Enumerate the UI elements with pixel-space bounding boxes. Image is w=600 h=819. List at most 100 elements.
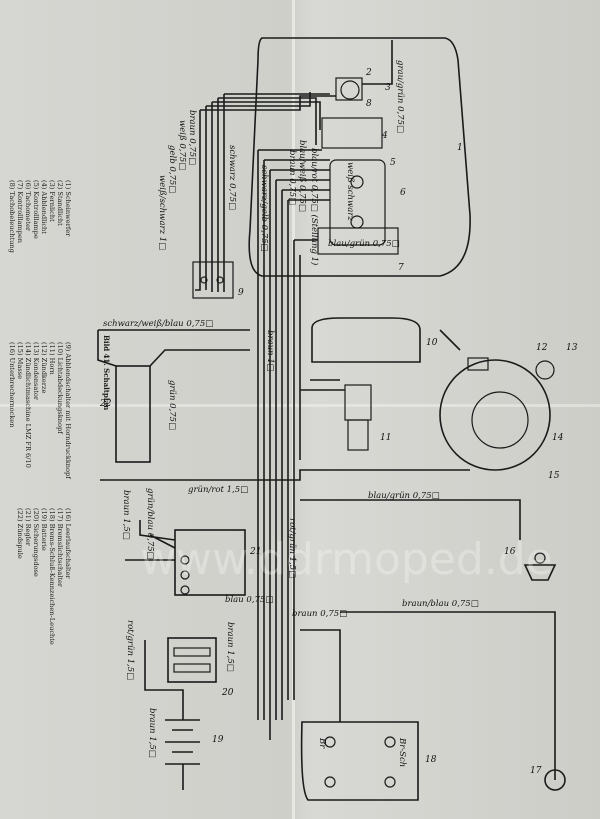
num-13: 13 (566, 343, 578, 353)
label-blau-gruen: blau/grün 0,75□ (328, 239, 400, 249)
label-schwarz: schwarz 0,75□ (227, 145, 237, 210)
coil-wire (97, 330, 250, 367)
fuse-box-20 (167, 637, 217, 683)
battery-leads (144, 640, 184, 790)
switch-block (321, 117, 383, 149)
legend-col3: (22) Zündspule (21) Regler (20) Sicherun… (16, 508, 72, 645)
legend-item: (3) Fernlicht (48, 180, 56, 222)
legend-title: Bild 41. Schaltplan (102, 335, 111, 410)
label-schwarz-weiss-blau: schwarz/weiß/blau 0,75□ (103, 319, 213, 329)
dimmer-pin-2 (216, 276, 224, 284)
legend: Bild 41. Schaltplan (8) Tachobeleuchtung… (8, 180, 111, 645)
num-9: 9 (238, 288, 244, 298)
label-blau-rot: blau/rot 0,75□ (Stellung 1) (309, 148, 320, 265)
reg-terminal-2 (180, 570, 190, 580)
legend-item: (5) Kontrolllampe (32, 180, 40, 239)
legend-item: (9) Abblendschalter mit Horndruckknopf (64, 342, 72, 479)
num-10: 10 (426, 338, 438, 348)
neutral-switch-16 (523, 564, 557, 581)
num-21: 21 (249, 547, 261, 557)
label-weiss-schwarz-2: weiß schwarz (345, 162, 355, 221)
harness-9 (218, 97, 317, 145)
brake-switch-17 (544, 769, 566, 791)
wire-braun-blau (340, 611, 556, 780)
legend-item: (11) Horn (48, 342, 56, 376)
label-gruen-blau: grün/blau 0,75□ (145, 488, 155, 560)
indicator-lamps (317, 227, 399, 255)
legend-item: (16) Leerlaufschalter (64, 508, 72, 580)
label-rot-gruen: rot/grün 1,5□ (287, 518, 297, 578)
label-schwarz-gelb: schwarz/gelb 0,75□ (259, 165, 269, 252)
num-19: 19 (212, 735, 224, 745)
rear-lamp-18 (300, 721, 419, 801)
plug-12 (467, 357, 489, 371)
harness-1 (195, 110, 201, 291)
condenser-13 (535, 360, 555, 380)
rear-bulb-4 (384, 776, 396, 788)
num-1: 1 (457, 143, 463, 153)
num-7: 7 (398, 263, 404, 273)
label-braun-1: braun 1□ (265, 330, 275, 372)
legend-item: (16) Unterbrechernocken (8, 342, 16, 428)
label-braun-a: braun 0,75□ (187, 110, 197, 165)
horn-10 (311, 317, 421, 363)
label-rot-gruen-2: rot/grün 1,5□ (125, 620, 135, 680)
legend-item: (10) Lichtabdeckungsknopf (56, 342, 64, 434)
legend-item: (4) Abblendlicht (40, 180, 48, 234)
num-15: 15 (548, 471, 560, 481)
num-3: 3 (385, 83, 391, 93)
battery-19 (165, 719, 200, 765)
harness-6 (200, 95, 336, 111)
reg-terminal-3 (180, 585, 190, 595)
fuse-1 (173, 647, 211, 657)
legend-item: (13) Kondensator (32, 342, 40, 401)
spark-plug-body (347, 419, 369, 451)
label-weiss-schwarz: weiß/schwarz 1□ (157, 175, 167, 250)
rear-bulb (324, 736, 336, 748)
spark-plug-wire (300, 379, 345, 391)
legend-item: (12) Zündkerze (40, 342, 48, 393)
label-weiss: weiß 0,75□ (177, 120, 187, 170)
wire-to-magneto (439, 329, 461, 351)
num-17: 17 (530, 766, 542, 776)
headlight-bulb (340, 80, 360, 100)
regulator-21 (174, 529, 246, 596)
legend-item: (6) Tachometer (24, 180, 32, 232)
legend-col1: (8) Tachobeleuchtung (7) Kontrolllampen … (8, 180, 72, 254)
num-12: 12 (536, 343, 548, 353)
legend-item: (20) Sicherungsdose (32, 508, 40, 577)
label-braun-075-c: braun 0,75□ (292, 609, 347, 619)
num-14: 14 (552, 433, 564, 443)
label-braun-b: braun 0,75□ (287, 150, 297, 205)
grau-gruen-wire (362, 40, 393, 85)
num-8: 8 (366, 99, 372, 109)
fuse-2 (173, 663, 211, 673)
num-22: 22 (99, 399, 112, 409)
legend-item: (8) Tachobeleuchtung (8, 180, 16, 254)
legend-item: (17) Bremslichtschalter (56, 508, 64, 588)
magneto-rotor (471, 391, 529, 449)
num-2: 2 (365, 68, 372, 78)
num-20: 20 (221, 688, 234, 698)
label-grau-gruen: grau/grün 0,75□ (395, 60, 405, 133)
label-gruen-075: grün 0,75□ (167, 380, 177, 430)
legend-item: (21) Regler (24, 508, 32, 547)
headlight-housing (248, 37, 471, 277)
num-16: 16 (504, 547, 516, 557)
reg-terminal-1 (180, 555, 190, 565)
harness-8 (212, 101, 321, 130)
magneto-14 (439, 359, 551, 471)
label-braun-15: braun 1,5□ (121, 490, 131, 540)
wire-braun-075 (300, 629, 341, 722)
speedo-lamp (350, 175, 364, 189)
num-4: 4 (381, 131, 388, 141)
label-braun-blau: braun/blau 0,75□ (402, 599, 479, 609)
legend-item: (22) Zündspule (16, 508, 24, 559)
reg-wires (125, 520, 176, 561)
legend-item: (2) Standlicht (56, 180, 64, 226)
rear-bulb-2 (384, 736, 396, 748)
neutral-switch-contact (534, 552, 546, 564)
legend-item: (7) Kontrolllampen (16, 180, 24, 244)
legend-item: (1) Scheinwerfer (64, 180, 72, 237)
